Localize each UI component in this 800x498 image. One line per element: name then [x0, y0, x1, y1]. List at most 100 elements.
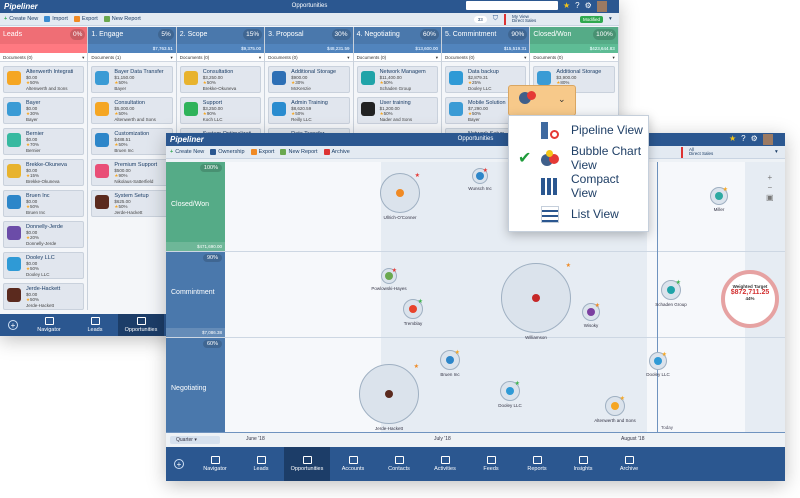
- opportunity-card[interactable]: Bruen Inc$0.00★50%Bruen Inc: [3, 190, 85, 217]
- opportunity-card[interactable]: Support$3,250.00★90%Koch LLC: [179, 97, 262, 124]
- nav-insights[interactable]: Insights: [560, 447, 606, 481]
- create-new-button[interactable]: +Create New: [170, 149, 205, 155]
- nav-navigator[interactable]: Navigator: [192, 447, 238, 481]
- nav-opportunities[interactable]: Opportunities: [284, 447, 330, 481]
- menu-item-bubble-chart-view[interactable]: ✔Bubble Chart View: [518, 144, 642, 172]
- documents-dropdown[interactable]: Documents (1) ▾: [88, 53, 176, 62]
- opportunity-bubble[interactable]: ★: [582, 303, 600, 321]
- export-button[interactable]: Export: [250, 149, 274, 155]
- documents-dropdown[interactable]: Documents (0) ▾: [441, 53, 530, 62]
- documents-dropdown[interactable]: Documents (0) ▾: [265, 53, 353, 62]
- gear-icon[interactable]: ⚙: [750, 134, 758, 143]
- opportunity-card[interactable]: User training$1,200.00★50%Nader and Sons: [356, 97, 438, 124]
- opportunity-card[interactable]: System Setup$625.00★50%Jerde-Hackett: [91, 190, 173, 217]
- opportunity-bubble[interactable]: ★: [501, 263, 571, 333]
- star-icon[interactable]: ★: [563, 1, 571, 10]
- archive-button[interactable]: Archive: [323, 149, 350, 155]
- nav-leads[interactable]: Leads: [72, 314, 118, 336]
- nav-archive[interactable]: Archive: [606, 447, 652, 481]
- help-icon[interactable]: ?: [741, 134, 746, 143]
- menu-item-compact-view[interactable]: Compact View: [509, 172, 648, 200]
- stage-label[interactable]: 100%Closed/Won$471,690.00: [166, 162, 225, 251]
- weighted-target-gauge: Weighted Target $872,711.25 44%: [721, 270, 779, 328]
- nav-reports[interactable]: Reports: [514, 447, 560, 481]
- opportunity-card[interactable]: Dooley LLC$0.00★50%Dooley LLC: [3, 252, 85, 279]
- new-report-button[interactable]: New Report: [280, 149, 318, 155]
- header-icons: ★ ? ⚙: [729, 134, 773, 145]
- opportunity-card[interactable]: Consultation$3,250.00★50%Brekke-Okuneva: [179, 66, 262, 93]
- ownership-button[interactable]: Ownership: [210, 149, 245, 155]
- add-icon[interactable]: +: [8, 320, 18, 330]
- menu-item-pipeline-view[interactable]: Pipeline View: [509, 116, 648, 144]
- new-report-button[interactable]: New Report: [103, 16, 141, 22]
- opportunity-card[interactable]: Admin Training$8,620.59★50%Reilly LLC: [268, 97, 350, 124]
- star-icon[interactable]: ★: [729, 134, 737, 143]
- opportunity-bubble[interactable]: ★: [710, 187, 728, 205]
- opportunity-card[interactable]: Customization$488.51★50%Bruen Inc: [91, 128, 173, 155]
- nav-navigator[interactable]: Navigator: [26, 314, 72, 336]
- opportunity-bubble[interactable]: ★: [359, 364, 419, 424]
- documents-dropdown[interactable]: Documents (0) ▾: [353, 53, 441, 62]
- stage-label[interactable]: 90%Commintment$7,086.38: [166, 252, 225, 337]
- period-select[interactable]: Quarter ▾: [170, 436, 220, 444]
- opportunity-card[interactable]: Brekke-Okuneva$0.00★15%Brekke-Okuneva: [3, 159, 85, 186]
- nav-opportunities[interactable]: Opportunities: [118, 314, 164, 336]
- opportunity-bubble[interactable]: ★: [500, 381, 520, 401]
- zoom-out-button[interactable]: −: [767, 183, 773, 192]
- opportunity-bubble[interactable]: ★: [472, 168, 488, 184]
- view-switcher-button[interactable]: ⌄: [508, 85, 576, 116]
- avatar[interactable]: [596, 1, 607, 12]
- avatar[interactable]: [762, 134, 773, 145]
- opportunity-card[interactable]: Consultation$5,000.00★50%Altenwerth and …: [91, 97, 173, 124]
- opportunity-bubble[interactable]: ★: [605, 396, 625, 416]
- create-new-button[interactable]: +Create New: [4, 16, 39, 22]
- nav-contacts[interactable]: Contacts: [376, 447, 422, 481]
- help-icon[interactable]: ?: [575, 1, 580, 10]
- nav-feeds[interactable]: Feeds: [468, 447, 514, 481]
- view-dropdown-icon[interactable]: ▾: [609, 16, 612, 22]
- opportunity-card[interactable]: Jerde-Hackett$0.00★50%Jerde-Hackett: [3, 283, 85, 310]
- menu-item-list-view[interactable]: List View: [509, 200, 648, 228]
- opportunity-card[interactable]: Bayer Data Transfer$1,150.00★50%Bayer: [91, 66, 173, 93]
- filter-icon[interactable]: ⛉: [492, 15, 498, 22]
- search-input[interactable]: [466, 1, 558, 10]
- opportunity-bubble[interactable]: ★: [649, 352, 667, 370]
- opportunity-card[interactable]: Network Managem$11,400.00★50%Schaden Gro…: [356, 66, 438, 93]
- opportunity-card[interactable]: Bernier$0.00★70%Bernier: [3, 128, 85, 155]
- opportunity-bubble[interactable]: ★: [440, 350, 460, 370]
- opportunity-bubble[interactable]: ★: [381, 268, 397, 284]
- nav-accounts[interactable]: Accounts: [330, 447, 376, 481]
- import-button[interactable]: Import: [44, 16, 68, 22]
- nav-leads[interactable]: Leads: [238, 447, 284, 481]
- calendar-icon[interactable]: ▣: [766, 193, 774, 202]
- opportunity-bubble[interactable]: ★: [403, 299, 423, 319]
- opportunity-card[interactable]: Donnelly-Jerde$0.00★20%Donnelly-Jerde: [3, 221, 85, 248]
- documents-dropdown[interactable]: Documents (0) ▾: [530, 53, 618, 62]
- view-dropdown-icon[interactable]: ▾: [775, 149, 778, 155]
- documents-dropdown[interactable]: Documents (0) ▾: [176, 53, 265, 62]
- zoom-controls: +−▣: [766, 173, 774, 203]
- opportunity-card[interactable]: Premium Support$500.00★90%Nikolaus-Satte…: [91, 159, 173, 186]
- documents-dropdown[interactable]: Documents (0) ▾: [0, 53, 88, 62]
- stage-label[interactable]: 60%Negotiating$13,060.00: [166, 338, 225, 445]
- opportunity-card[interactable]: Additional Storage$900.00★30%McKenzie: [268, 66, 350, 93]
- zoom-in-button[interactable]: +: [767, 173, 773, 182]
- opportunity-bubble[interactable]: ★: [661, 280, 681, 300]
- opportunity-bubble[interactable]: ★: [380, 173, 420, 213]
- opportunity-card[interactable]: Altenwerth Integrati$0.00★50%Altenwerth …: [3, 66, 85, 93]
- add-icon[interactable]: +: [174, 459, 184, 469]
- gear-icon[interactable]: ⚙: [584, 1, 592, 10]
- export-button[interactable]: Export: [73, 16, 98, 22]
- nav-activities[interactable]: Activities: [422, 447, 468, 481]
- opportunity-card[interactable]: Bayer$0.00★30%Bayer: [3, 97, 85, 124]
